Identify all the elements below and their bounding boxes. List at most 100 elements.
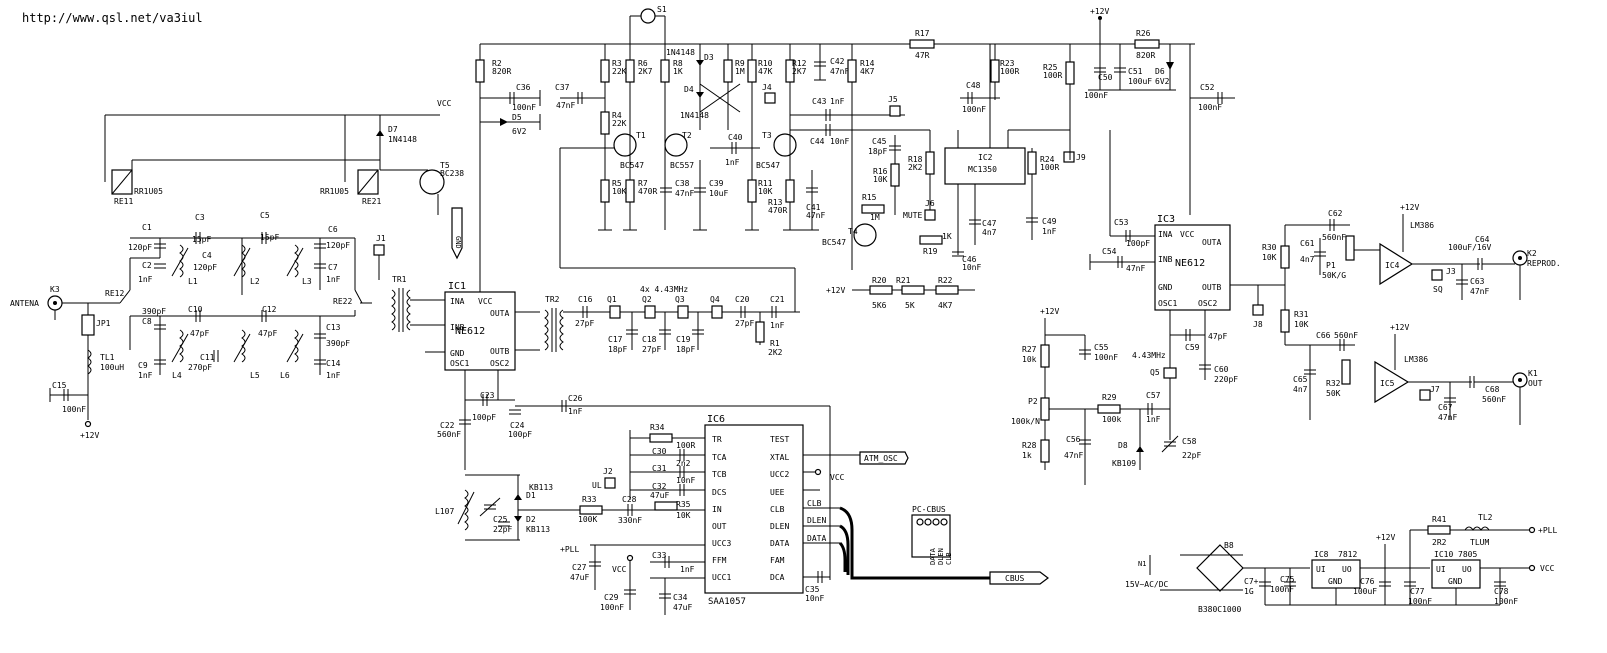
svg-text:47K: 47K <box>758 67 773 76</box>
svg-text:C7+: C7+ <box>1244 577 1259 586</box>
svg-text:TL2: TL2 <box>1478 513 1493 522</box>
svg-text:C3: C3 <box>195 213 205 222</box>
svg-text:GND: GND <box>1158 283 1173 292</box>
svg-text:DCS: DCS <box>712 488 727 497</box>
svg-text:B380C1000: B380C1000 <box>1198 605 1242 614</box>
svg-text:1N4148: 1N4148 <box>666 48 695 57</box>
svg-text:27pF: 27pF <box>575 319 594 328</box>
svg-text:1nF: 1nF <box>770 321 785 330</box>
svg-text:C60: C60 <box>1214 365 1229 374</box>
svg-text:C14: C14 <box>326 359 341 368</box>
svg-text:TCA: TCA <box>712 453 727 462</box>
transistor-t5 <box>419 169 445 195</box>
svg-text:C21: C21 <box>770 295 785 304</box>
svg-text:INA: INA <box>1158 230 1173 239</box>
svg-text:2K7: 2K7 <box>792 67 807 76</box>
svg-text:J7: J7 <box>1430 385 1440 394</box>
svg-text:C68: C68 <box>1485 385 1500 394</box>
svg-text:D3: D3 <box>704 53 714 62</box>
svg-text:270pF: 270pF <box>188 363 212 372</box>
svg-text:1K: 1K <box>673 67 683 76</box>
resistor-r18 <box>925 151 935 175</box>
svg-text:100nF: 100nF <box>62 405 86 414</box>
svg-text:KB113: KB113 <box>529 483 553 492</box>
svg-text:100uF: 100uF <box>1353 587 1377 596</box>
svg-text:100R: 100R <box>1040 163 1059 172</box>
svg-text:2K2: 2K2 <box>908 163 923 172</box>
svg-text:560nF: 560nF <box>1322 233 1346 242</box>
svg-text:120pF: 120pF <box>193 263 217 272</box>
svg-text:C48: C48 <box>966 81 981 90</box>
svg-text:C23: C23 <box>480 391 495 400</box>
svg-text:JP1: JP1 <box>96 319 111 328</box>
svg-text:LM386: LM386 <box>1410 221 1434 230</box>
svg-text:120pF: 120pF <box>128 243 152 252</box>
resistor-r29 <box>1097 404 1121 414</box>
crystal-q5 <box>1163 367 1177 379</box>
svg-text:IC4: IC4 <box>1385 261 1400 270</box>
svg-text:C59: C59 <box>1185 343 1200 352</box>
svg-text:1k: 1k <box>1022 451 1032 460</box>
svg-text:100nF: 100nF <box>1094 353 1118 362</box>
svg-text:TLUM: TLUM <box>1470 538 1489 547</box>
svg-text:22K: 22K <box>612 119 627 128</box>
pot-p2 <box>1040 397 1050 421</box>
svg-text:UO: UO <box>1462 565 1472 574</box>
svg-text:R4: R4 <box>612 111 622 120</box>
svg-text:C63: C63 <box>1470 277 1485 286</box>
svg-text:1nF: 1nF <box>138 371 153 380</box>
svg-text:+12V: +12V <box>1040 307 1059 316</box>
svg-text:L107: L107 <box>435 507 454 516</box>
resistor-r41 <box>1427 525 1451 535</box>
resistor-r26 <box>1134 39 1160 49</box>
svg-text:390pF: 390pF <box>326 339 350 348</box>
svg-text:1M: 1M <box>870 213 880 222</box>
svg-text:5K: 5K <box>905 301 915 310</box>
svg-text:100uF/16V: 100uF/16V <box>1448 243 1492 252</box>
svg-text:C50: C50 <box>1098 73 1113 82</box>
svg-text:TL1: TL1 <box>100 353 115 362</box>
svg-text:C78: C78 <box>1494 587 1509 596</box>
svg-text:10nF: 10nF <box>676 476 695 485</box>
svg-text:C13: C13 <box>326 323 341 332</box>
svg-text:R21: R21 <box>896 276 911 285</box>
svg-text:22pF: 22pF <box>493 525 512 534</box>
svg-text:10K: 10K <box>612 187 627 196</box>
svg-text:C7: C7 <box>328 263 338 272</box>
svg-text:CBUS: CBUS <box>1005 574 1024 583</box>
svg-text:LM386: LM386 <box>1404 355 1428 364</box>
svg-text:4n7: 4n7 <box>1300 255 1315 264</box>
svg-text:470R: 470R <box>638 187 657 196</box>
svg-text:560nF: 560nF <box>1334 331 1358 340</box>
svg-text:BC547: BC547 <box>620 161 644 170</box>
resistor-r6 <box>625 59 635 83</box>
svg-text:C6: C6 <box>328 225 338 234</box>
jumper-j8 <box>1252 304 1264 316</box>
svg-text:100R: 100R <box>1000 67 1019 76</box>
svg-text:C4: C4 <box>202 251 212 260</box>
svg-text:R12: R12 <box>792 59 807 68</box>
svg-text:TR: TR <box>712 435 722 444</box>
svg-text:IC2: IC2 <box>978 153 993 162</box>
svg-text:C22: C22 <box>440 421 455 430</box>
svg-text:+12V: +12V <box>80 431 99 440</box>
svg-text:BC238: BC238 <box>440 169 464 178</box>
resistor-r24 <box>1027 151 1037 175</box>
svg-text:IC5: IC5 <box>1380 379 1395 388</box>
svg-text:R18: R18 <box>908 155 923 164</box>
svg-text:R30: R30 <box>1262 243 1277 252</box>
svg-text:BC557: BC557 <box>670 161 694 170</box>
svg-text:R33: R33 <box>582 495 597 504</box>
svg-text:PC-CBUS: PC-CBUS <box>912 505 946 514</box>
svg-text:C26: C26 <box>568 394 583 403</box>
svg-text:MC1350: MC1350 <box>968 165 997 174</box>
svg-text:47nF: 47nF <box>806 211 825 220</box>
svg-text:C42: C42 <box>830 57 845 66</box>
svg-text:GND: GND <box>1328 577 1343 586</box>
svg-text:OUTA: OUTA <box>490 309 509 318</box>
svg-text:1nF: 1nF <box>725 158 740 167</box>
atm-osc-label <box>859 451 909 465</box>
rail-label-12v-top: +12V <box>1090 7 1109 16</box>
svg-text:5K6: 5K6 <box>872 301 887 310</box>
resistor-r2 <box>475 59 485 83</box>
